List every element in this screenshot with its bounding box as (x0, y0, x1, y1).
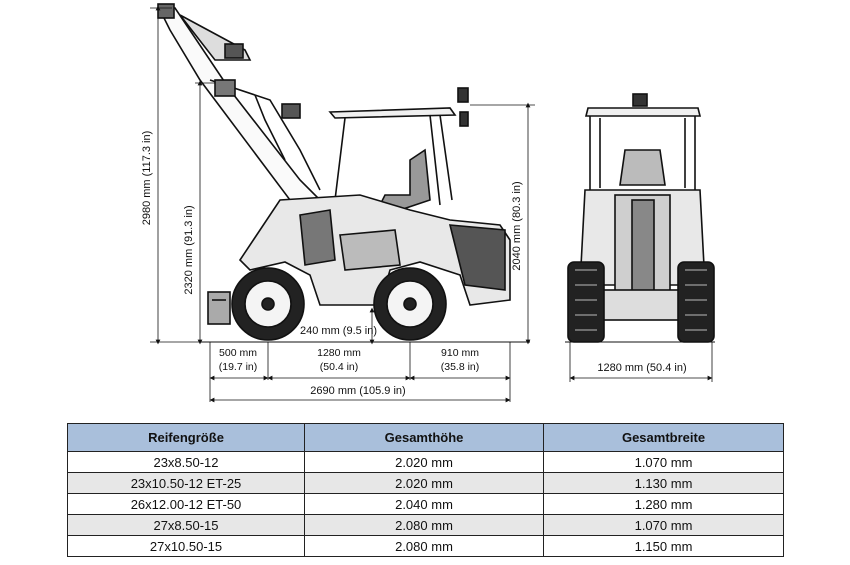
rear-overhang-in: (35.8 in) (441, 361, 480, 373)
cell-total-height: 2.020 mm (304, 451, 544, 473)
cell-total-width: 1.280 mm (543, 493, 784, 515)
cell-total-height: 2.040 mm (304, 493, 544, 515)
height-total-label: 2980 mm (117.3 in) (141, 131, 153, 226)
front-overhang-in: (19.7 in) (219, 361, 258, 373)
header-total-height: Gesamthöhe (304, 423, 544, 452)
header-tire-size: Reifengröße (67, 423, 305, 452)
ground-clearance-label: 240 mm (9.5 in) (300, 325, 377, 337)
tire-spec-table: Reifengröße Gesamthöhe Gesamtbreite 23x8… (67, 423, 784, 557)
rear-overhang-mm: 910 mm (441, 347, 479, 359)
cell-total-height: 2.080 mm (304, 514, 544, 536)
height-cab-label: 2040 mm (80.3 in) (511, 181, 523, 270)
front-view-loader (565, 93, 715, 343)
total-length-label: 2690 mm (105.9 in) (310, 385, 405, 397)
cell-total-height: 2.080 mm (304, 535, 544, 557)
table-row: 26x12.00-12 ET-50 2.040 mm 1.280 mm (67, 493, 784, 515)
wheelbase-mm: 1280 mm (317, 347, 361, 359)
cell-tire-size: 26x12.00-12 ET-50 (67, 493, 305, 515)
height-hinge-label: 2320 mm (91.3 in) (183, 205, 195, 294)
table-row: 27x10.50-15 2.080 mm 1.150 mm (67, 535, 784, 557)
width-label: 1280 mm (50.4 in) (597, 362, 686, 374)
cell-tire-size: 27x8.50-15 (67, 514, 305, 536)
wheelbase-in: (50.4 in) (320, 361, 359, 373)
header-total-width: Gesamtbreite (543, 423, 784, 452)
side-dimension-lines (150, 5, 535, 403)
cell-tire-size: 23x10.50-12 ET-25 (67, 472, 305, 494)
cell-total-width: 1.070 mm (543, 451, 784, 473)
table-row: 23x10.50-12 ET-25 2.020 mm 1.130 mm (67, 472, 784, 494)
cell-total-height: 2.020 mm (304, 472, 544, 494)
cell-tire-size: 23x8.50-12 (67, 451, 305, 473)
cell-total-width: 1.070 mm (543, 514, 784, 536)
technical-drawing: 2980 mm (117.3 in) 2320 mm (91.3 in) 204… (141, 3, 715, 403)
table-row: 23x8.50-12 2.020 mm 1.070 mm (67, 451, 784, 473)
front-overhang-mm: 500 mm (219, 347, 257, 359)
cell-total-width: 1.130 mm (543, 472, 784, 494)
table-row: 27x8.50-15 2.080 mm 1.070 mm (67, 514, 784, 536)
front-dimension-lines (569, 342, 713, 382)
table-header-row: Reifengröße Gesamthöhe Gesamtbreite (67, 423, 784, 452)
cell-total-width: 1.150 mm (543, 535, 784, 557)
side-view-loader (157, 3, 530, 343)
cell-tire-size: 27x10.50-15 (67, 535, 305, 557)
